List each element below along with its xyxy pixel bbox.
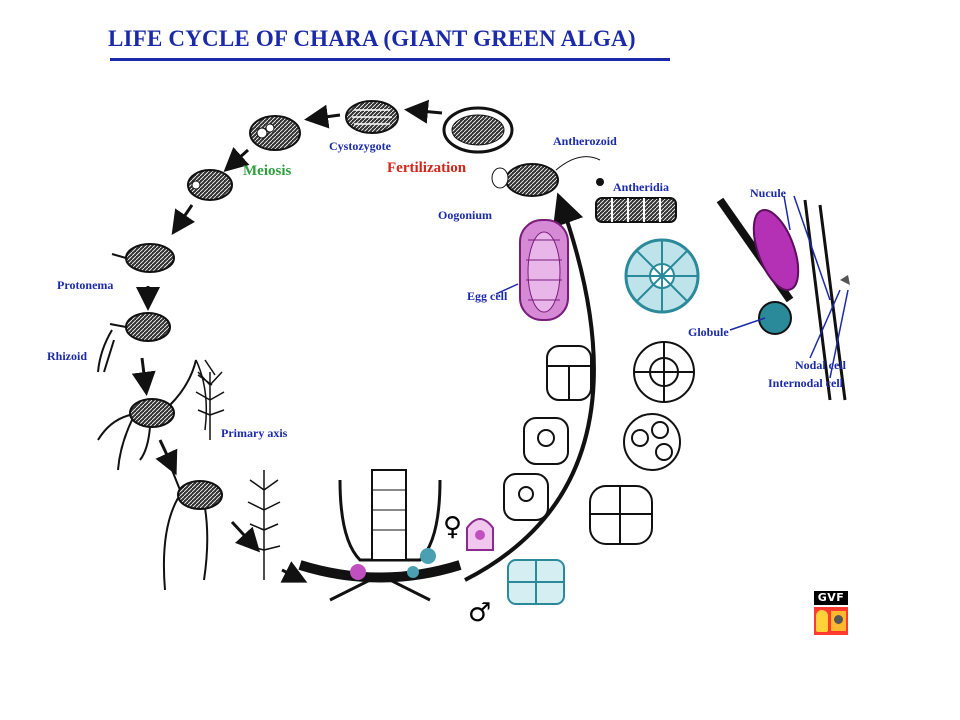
plant-apex-section (298, 469, 462, 602)
nucule-branch (716, 197, 850, 401)
young-antheridium-teal (507, 559, 565, 605)
stage-cystozygote-2 (442, 106, 514, 154)
leader-lines (495, 195, 849, 379)
primary-axis-sprig (195, 371, 225, 440)
gvf-logo: GVF (814, 591, 848, 635)
oogonium-development (503, 345, 592, 521)
mature-plant-sprig (247, 470, 281, 580)
egg-cell-oogonium (519, 219, 569, 321)
male-symbol: ♂ (468, 598, 492, 628)
label-nodal-cell: Nodal cell (795, 358, 846, 372)
stage-older-plant (162, 469, 223, 591)
label-internodal-cell: Internodal cell (768, 376, 843, 390)
stage-meiosis-zygote (249, 115, 301, 151)
fertilized-oogonium (491, 156, 604, 197)
label-egg-cell: Egg cell (467, 289, 508, 303)
title-underline (110, 58, 670, 61)
stage-cystozygote (345, 100, 399, 134)
label-antherozoid: Antherozoid (553, 134, 617, 148)
stage-rhizoid (97, 312, 171, 373)
label-primary-axis: Primary axis (221, 426, 288, 440)
label-cystozygote: Cystozygote (329, 139, 391, 153)
logo-emblem (814, 607, 848, 635)
label-fertilization: Fertilization (387, 160, 467, 176)
antheridium-development (589, 341, 695, 545)
label-globule: Globule (688, 325, 729, 339)
female-symbol: ♀ (443, 512, 463, 542)
logo-text: GVF (814, 591, 848, 605)
stage-protonema-early (111, 243, 175, 273)
label-oogonium: Oogonium (438, 208, 493, 222)
label-nucule: Nucule (750, 186, 786, 200)
stage-germinating-zygote (187, 169, 233, 201)
label-meiosis: Meiosis (243, 163, 292, 179)
cycle-arrows (131, 99, 596, 583)
antheridial-filament (595, 197, 677, 223)
diagram-title: LIFE CYCLE OF CHARA (GIANT GREEN ALGA) (108, 26, 636, 51)
label-rhizoid: Rhizoid (47, 349, 88, 363)
globule (624, 238, 700, 314)
label-antheridia: Antheridia (613, 180, 670, 194)
stage-young-plant (97, 359, 216, 471)
young-oogonium-pink (466, 518, 494, 551)
label-protonema: Protonema (57, 278, 114, 292)
